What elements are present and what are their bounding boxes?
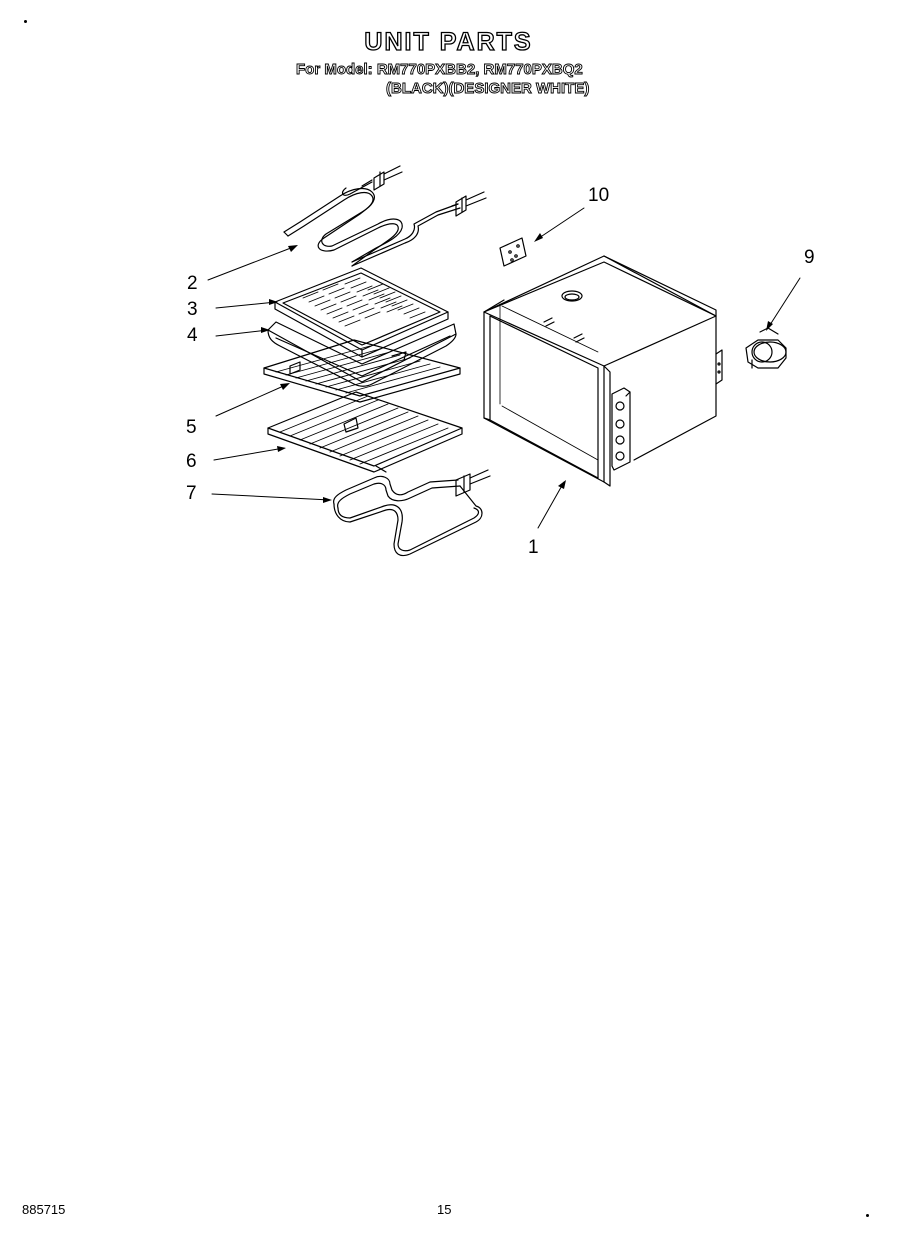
callout-10: 10	[588, 185, 610, 206]
callout-9: 9	[804, 247, 815, 268]
broil-pan-insert	[274, 267, 449, 358]
callout-6: 6	[186, 451, 197, 472]
broil-pan	[267, 321, 457, 387]
scan-speck	[24, 20, 27, 23]
upper-oven-rack	[263, 339, 461, 403]
mounting-plate	[499, 237, 527, 267]
callout-4: 4	[187, 325, 198, 346]
leader-lines	[207, 207, 801, 529]
callout-7: 7	[186, 483, 197, 504]
callout-2: 2	[187, 273, 198, 294]
color-line: (BLACK)(DESIGNER WHITE)	[386, 80, 590, 98]
leader-arrowheads	[261, 233, 773, 503]
oven-cavity	[483, 255, 723, 487]
scan-speck	[866, 1214, 869, 1217]
callout-1: 1	[528, 537, 539, 558]
broil-element	[283, 165, 487, 267]
light-socket	[745, 327, 787, 369]
callout-3: 3	[187, 299, 198, 320]
model-subtitle: For Model: RM770PXBB2, RM770PXBQ2 (BLACK…	[296, 60, 590, 98]
page-number: 15	[437, 1202, 452, 1217]
document-number: 885715	[22, 1202, 66, 1217]
callout-5: 5	[186, 417, 197, 438]
model-line: For Model: RM770PXBB2, RM770PXBQ2	[296, 61, 584, 79]
bake-element	[333, 469, 491, 557]
lower-oven-rack	[267, 391, 463, 473]
page-title: UNIT PARTS	[364, 27, 533, 56]
